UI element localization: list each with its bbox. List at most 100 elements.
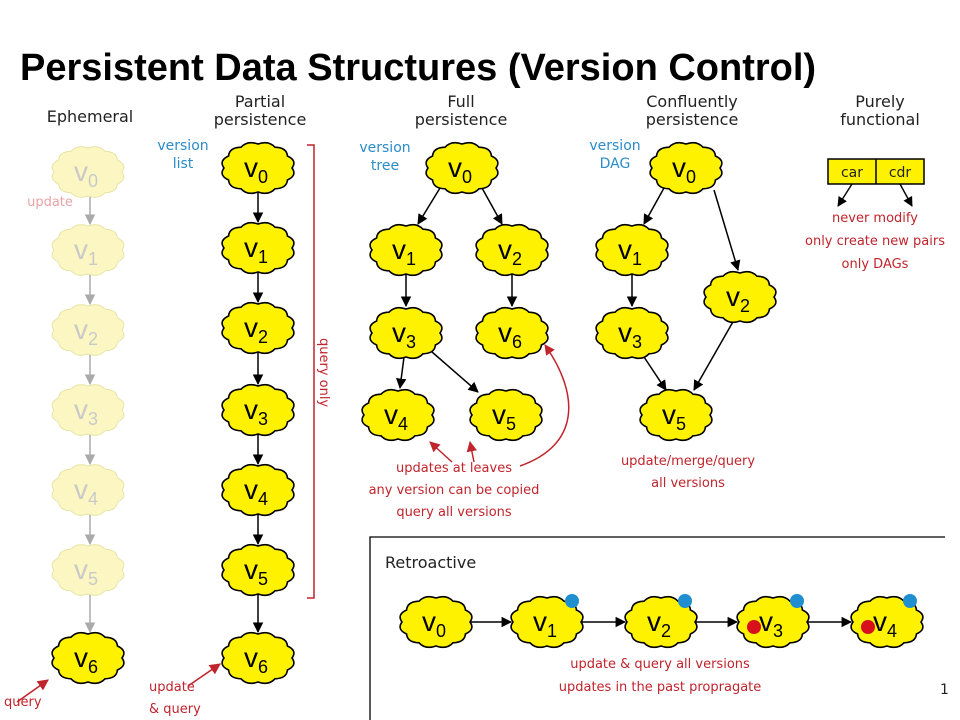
cloud-shape	[221, 463, 295, 517]
cloud-shape	[736, 595, 810, 649]
version-subscript: 3	[773, 621, 783, 641]
version-node-conf-3: v3	[595, 306, 669, 360]
version-subscript: 0	[686, 167, 696, 187]
confluent-note-line2: all versions	[651, 476, 725, 491]
cloud-shape	[221, 221, 295, 275]
edge-conf-2-5	[693, 319, 735, 391]
ephemeral-query-note: query	[4, 695, 42, 710]
cloud-shape	[51, 304, 125, 356]
cloud-shape	[51, 384, 125, 436]
version-node-eph-2: v2	[51, 304, 125, 356]
version-node-full-0: v0	[425, 141, 499, 195]
version-node-par-5: v5	[221, 543, 295, 597]
retroactive-frame	[369, 536, 945, 720]
cloud-shape	[624, 595, 698, 649]
header-functional-line2: functional	[840, 110, 920, 129]
cloud-shape	[369, 306, 443, 360]
version-node-retro-2: v2	[624, 595, 698, 649]
full-note-arrow-v6	[519, 344, 570, 467]
version-subscript: 1	[632, 249, 642, 269]
edge-full-0-1	[417, 187, 441, 225]
ephemeral-query-arrow	[16, 679, 49, 703]
cloud-shape	[51, 631, 125, 685]
version-node-par-2: v2	[221, 301, 295, 355]
version-node-full-1: v1	[369, 223, 443, 277]
cloud-shape	[221, 301, 295, 355]
version-subscript: 6	[512, 332, 522, 352]
cloud-shape	[469, 388, 543, 442]
version-node-full-2: v2	[475, 223, 549, 277]
edge-conf-3-5	[643, 356, 667, 391]
cloud-shape	[595, 306, 669, 360]
version-subscript: 5	[88, 569, 98, 589]
cloud-shape	[361, 388, 435, 442]
cloud-shape	[51, 146, 125, 198]
version-subscript: 4	[398, 414, 408, 434]
header-confluent-line2: persistence	[646, 110, 739, 129]
version-node-conf-0: v0	[649, 141, 723, 195]
cloud-shape	[51, 544, 125, 596]
cloud-shape	[475, 223, 549, 277]
version-subscript: 4	[258, 489, 268, 509]
full-note-line3: query all versions	[396, 505, 512, 520]
version-subscript: 3	[88, 409, 98, 429]
version-subscript: 4	[887, 621, 897, 641]
header-full-line2: persistence	[415, 110, 508, 129]
blue-dot-v1	[565, 594, 579, 608]
cons-cdr-label: cdr	[889, 165, 912, 181]
header-partial-line2: persistence	[214, 110, 307, 129]
edge-conf-0-2	[713, 189, 741, 272]
ephemeral-update-note: update	[27, 195, 73, 210]
version-node-conf-5: v5	[639, 388, 713, 442]
version-node-conf-2: v2	[703, 270, 777, 324]
tag-version-tree-line1: version	[359, 140, 410, 156]
version-node-eph-3: v3	[51, 384, 125, 436]
version-node-full-6: v6	[475, 306, 549, 360]
cloud-shape	[425, 141, 499, 195]
version-subscript: 0	[88, 171, 98, 191]
full-note-line2: any version can be copied	[369, 483, 540, 498]
blue-dot-v2	[678, 594, 692, 608]
red-dot-v4	[861, 620, 875, 634]
blue-dot-v3	[790, 594, 804, 608]
version-subscript: 1	[547, 621, 557, 641]
cdr-pointer	[899, 183, 913, 207]
header-partial-line1: Partial	[235, 92, 285, 111]
header-confluent-line1: Confluently	[646, 92, 738, 111]
version-subscript: 2	[88, 329, 98, 349]
cloud-shape	[639, 388, 713, 442]
version-subscript: 2	[740, 296, 750, 316]
header-functional-line1: Purely	[855, 92, 905, 111]
car-pointer	[837, 183, 853, 207]
version-subscript: 4	[88, 489, 98, 509]
version-node-par-1: v1	[221, 221, 295, 275]
cloud-shape	[475, 306, 549, 360]
query-only-label: query only	[316, 338, 331, 407]
version-subscript: 3	[406, 332, 416, 352]
version-subscript: 5	[258, 569, 268, 589]
version-node-par-0: v0	[221, 141, 295, 195]
cons-car-label: car	[841, 165, 863, 181]
version-node-eph-1: v1	[51, 224, 125, 276]
cloud-shape	[850, 595, 924, 649]
full-note-arrow-v4	[429, 441, 453, 463]
full-note-arrow-v5	[466, 440, 478, 463]
version-subscript: 1	[406, 249, 416, 269]
version-label: v5	[492, 399, 516, 434]
blue-dot-v4	[903, 594, 917, 608]
tag-version-list-line2: list	[173, 156, 194, 172]
version-subscript: 5	[676, 414, 686, 434]
cloud-shape	[221, 543, 295, 597]
header-ephemeral: Ephemeral	[47, 107, 134, 126]
version-node-eph-6: v6	[51, 631, 125, 685]
version-subscript: 2	[512, 249, 522, 269]
partial-update-note-line2: & query	[149, 702, 201, 717]
version-label: v4	[873, 606, 897, 641]
cloud-shape	[399, 595, 473, 649]
version-subscript: 5	[506, 414, 516, 434]
retro-dots-layer	[565, 594, 917, 634]
functional-note-line1: never modify	[832, 211, 918, 226]
version-node-retro-0: v0	[399, 595, 473, 649]
